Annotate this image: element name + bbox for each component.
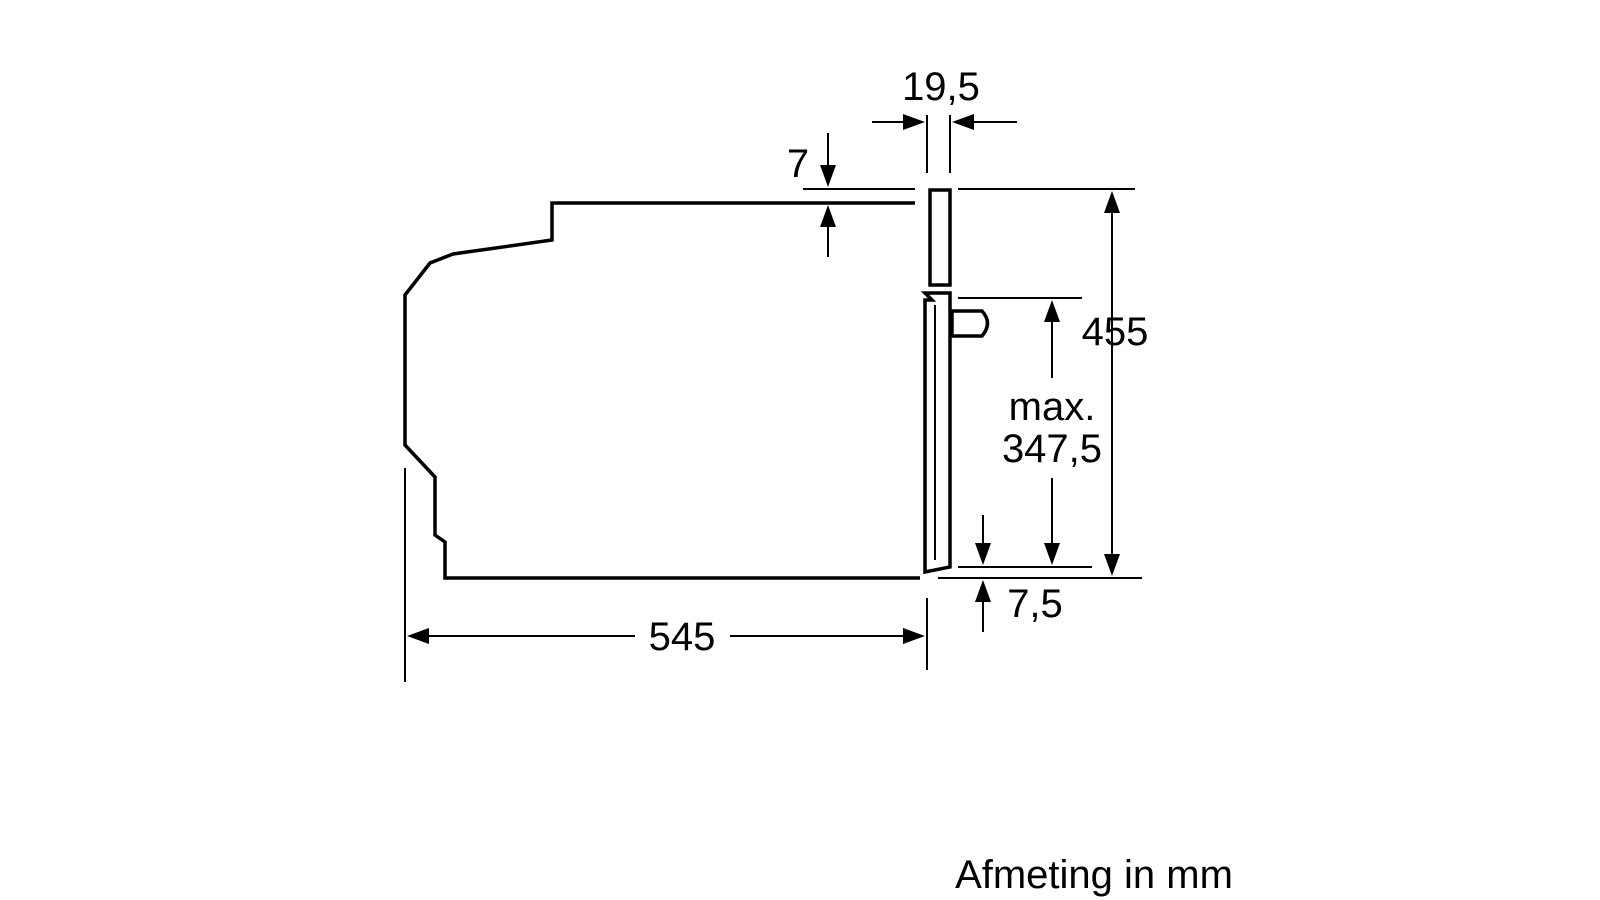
dim-label-top-offset: 7 <box>787 142 809 186</box>
dim-max-top-arrow <box>1044 300 1060 322</box>
dim-label-max-value: 347,5 <box>1002 427 1102 471</box>
dim-max-bottom-arrow <box>1044 543 1060 565</box>
dim-455-bottom-arrow <box>1104 554 1120 576</box>
dim-19-5-left-arrow <box>903 114 925 130</box>
appliance-body-outline <box>403 201 920 580</box>
front-panel-upper <box>928 188 952 287</box>
dim-19-5-right-arrow <box>952 114 974 130</box>
caption: Afmeting in mm <box>955 853 1233 897</box>
dim-545-right-arrow <box>903 628 925 644</box>
dim-label-total-height: 455 <box>1082 310 1149 354</box>
front-panel-lower <box>920 291 952 575</box>
dim-label-max: max. <box>1009 385 1096 429</box>
dim-7-top-arrow <box>820 165 836 187</box>
dim-7-bottom-arrow <box>820 205 836 227</box>
dim-label-front-thickness: 19,5 <box>902 65 980 109</box>
dim-7-5-bottom-arrow <box>975 580 991 602</box>
dim-455-top-arrow <box>1104 191 1120 213</box>
dim-7-5-top-arrow <box>975 543 991 565</box>
dim-545-left-arrow <box>407 628 429 644</box>
dim-label-depth: 545 <box>649 615 716 659</box>
handle-knob <box>950 309 990 338</box>
dim-label-bottom-offset: 7,5 <box>1007 582 1063 626</box>
